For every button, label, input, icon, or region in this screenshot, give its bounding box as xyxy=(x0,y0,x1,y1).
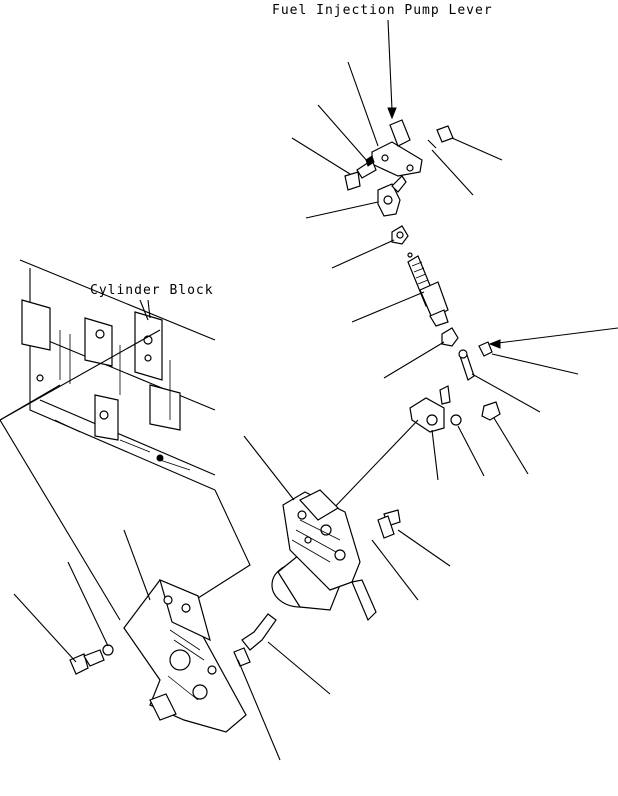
label-cylinder-block: Cylinder Block xyxy=(90,283,214,298)
rod-assembly xyxy=(331,225,618,413)
label-fuel-injection-pump-lever: Fuel Injection Pump Lever xyxy=(272,3,493,18)
projection-line-right xyxy=(194,489,251,601)
pump-lever-assembly xyxy=(291,19,503,219)
cylinder-block-inset xyxy=(0,259,216,491)
projection-line-left xyxy=(0,419,121,621)
lower-bracket xyxy=(13,529,331,761)
actuator-motor xyxy=(243,435,451,622)
small-bracket xyxy=(329,385,529,513)
